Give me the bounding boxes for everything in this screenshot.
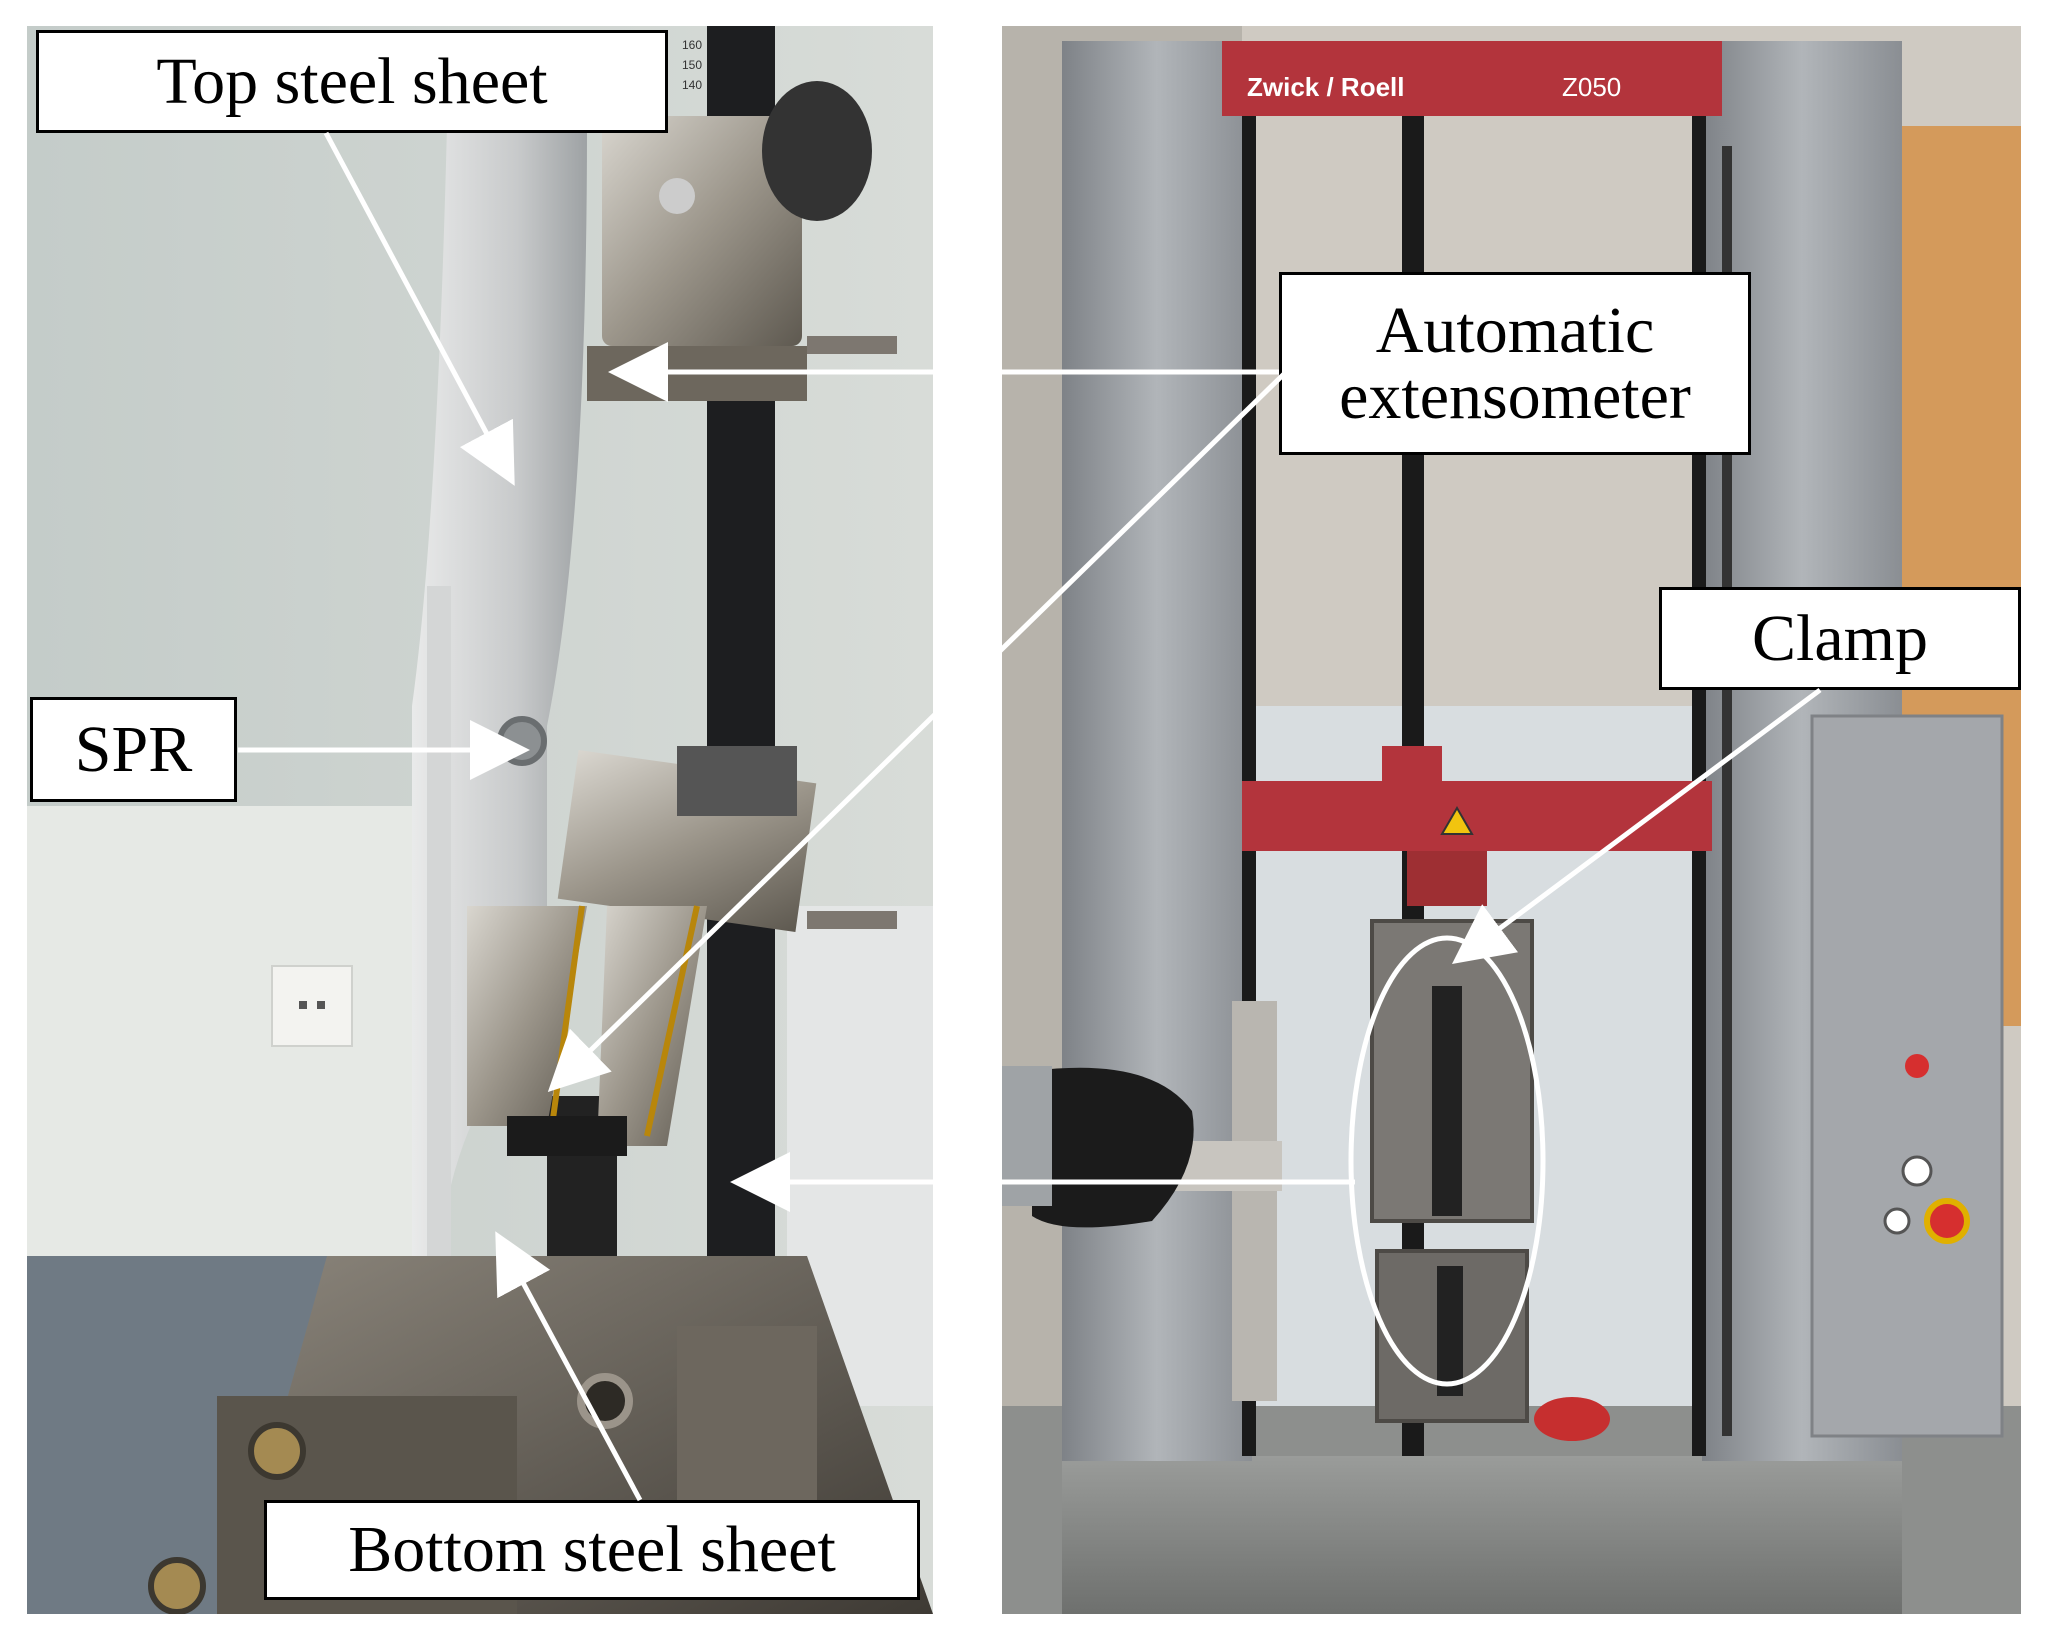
machine-base <box>1062 1456 1902 1614</box>
model-label: Z050 <box>1562 72 1621 102</box>
label-spr: SPR <box>30 697 237 802</box>
scale-mark: 140 <box>682 78 702 92</box>
label-spr-text: SPR <box>74 712 193 786</box>
closeup-illustration: 160 150 140 <box>27 26 933 1614</box>
scale-mark: 150 <box>682 58 702 72</box>
left-photo-closeup: 160 150 140 <box>27 26 933 1614</box>
top-crosshead <box>1222 41 1722 116</box>
label-automatic-extensometer-line1: Automatic <box>1375 293 1655 367</box>
label-bottom-steel-sheet-text: Bottom steel sheet <box>348 1513 836 1586</box>
spr-rivet <box>497 716 547 766</box>
label-top-steel-sheet: Top steel sheet <box>36 30 668 133</box>
brand-label: Zwick / Roell <box>1247 72 1405 102</box>
label-automatic-extensometer: Automatic extensometer <box>1279 272 1751 455</box>
label-clamp: Clamp <box>1659 587 2021 690</box>
controller-cabinet <box>1810 714 2004 1438</box>
label-automatic-extensometer-line2: extensometer <box>1339 359 1691 433</box>
left-column <box>1062 41 1252 1461</box>
moving-crosshead <box>1242 781 1712 851</box>
extensometer-rod <box>1232 1001 1277 1401</box>
label-clamp-text: Clamp <box>1752 601 1928 675</box>
machine-illustration: Zwick / Roell Z050 <box>1002 26 2021 1614</box>
label-bottom-steel-sheet: Bottom steel sheet <box>264 1500 920 1600</box>
right-photo-testing-machine: Zwick / Roell Z050 <box>1002 26 2021 1614</box>
label-top-steel-sheet-text: Top steel sheet <box>156 44 548 118</box>
wall-socket <box>271 965 353 1047</box>
scale-mark: 160 <box>682 38 702 52</box>
upper-grip <box>602 116 802 346</box>
